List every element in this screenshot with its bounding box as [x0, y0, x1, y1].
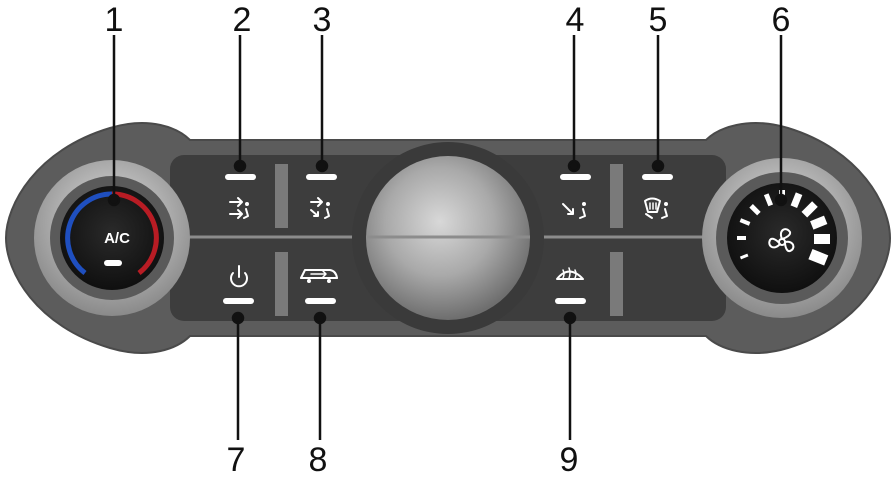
callout-2: 2	[233, 1, 252, 39]
callout-8: 8	[309, 441, 328, 479]
callout-6: 6	[772, 1, 791, 39]
button-feet-defrost-vent[interactable]	[642, 174, 673, 219]
callout-1: 1	[105, 1, 124, 39]
indicator-9	[555, 298, 586, 304]
center-dome	[352, 142, 544, 334]
fan-icon	[768, 228, 795, 253]
callout-5: 5	[649, 1, 668, 39]
indicator-2	[225, 174, 256, 180]
indicator-4	[560, 174, 591, 180]
face-vent-icon	[229, 197, 249, 219]
fan-speed-knob[interactable]	[702, 158, 862, 318]
hot-arc	[111, 191, 159, 275]
feet-vent-icon	[562, 202, 586, 219]
callout-7: 7	[227, 441, 246, 479]
callout-numbers: 1 2 3 4 5 6 7 8 9	[105, 1, 791, 479]
face-feet-vent-icon	[310, 197, 330, 219]
button-power[interactable]	[223, 265, 254, 304]
button-face-feet-vent[interactable]	[306, 174, 337, 219]
ac-indicator	[104, 260, 122, 266]
button-feet-vent[interactable]	[560, 174, 591, 219]
recirculation-icon	[300, 269, 338, 283]
indicator-5	[642, 174, 673, 180]
callout-9: 9	[560, 441, 579, 479]
power-icon	[230, 265, 248, 288]
indicator-3	[306, 174, 337, 180]
ac-temperature-knob[interactable]: A/C	[34, 160, 190, 316]
feet-defrost-vent-icon	[644, 197, 668, 219]
cold-arc	[65, 191, 113, 275]
windshield-defrost-icon	[556, 267, 584, 280]
button-windshield-defrost[interactable]	[555, 267, 586, 304]
indicator-7	[223, 298, 254, 304]
button-face-vent[interactable]	[225, 174, 256, 219]
ac-label: A/C	[104, 230, 130, 247]
callout-4: 4	[566, 1, 585, 39]
button-recirculation[interactable]	[300, 269, 338, 304]
leader-lines	[107, 35, 788, 440]
callout-3: 3	[313, 1, 332, 39]
indicator-8	[305, 298, 336, 304]
